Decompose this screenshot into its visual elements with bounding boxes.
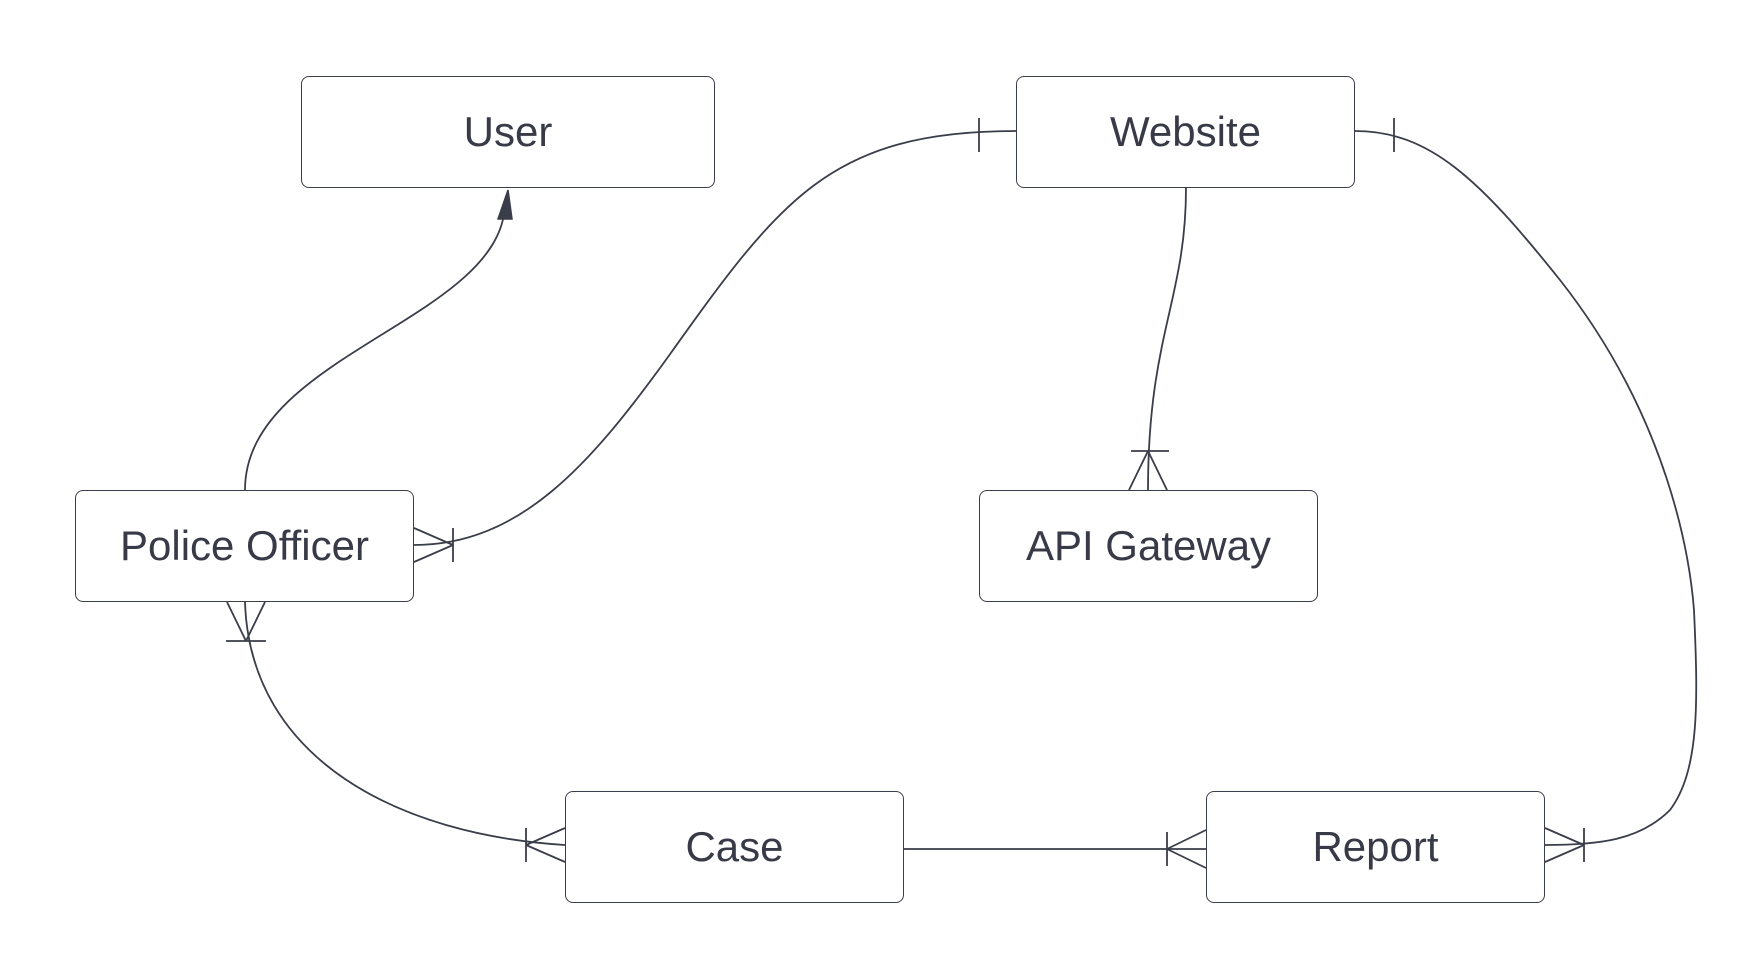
entity-website[interactable]: Website: [1016, 76, 1355, 188]
entity-api-gateway[interactable]: API Gateway: [979, 490, 1318, 602]
connector-website-police-officer[interactable]: [413, 118, 1017, 563]
crowfoot-marker-icon: [525, 844, 566, 863]
entity-user[interactable]: User: [301, 76, 715, 188]
arrowhead-icon: [496, 189, 513, 220]
connector-website-report[interactable]: [1354, 118, 1698, 863]
entity-label: User: [463, 108, 553, 155]
crowfoot-marker-icon: [226, 601, 247, 642]
entity-case[interactable]: Case: [565, 791, 904, 903]
entity-label: Website: [1110, 108, 1261, 155]
crowfoot-marker-icon: [1166, 848, 1207, 869]
entity-label: Police Officer: [120, 522, 369, 569]
entity-label: API Gateway: [1025, 522, 1272, 569]
crowfoot-marker-icon: [1166, 829, 1207, 850]
entity-police-officer[interactable]: Police Officer: [75, 490, 414, 602]
crowfoot-marker-icon: [1544, 844, 1585, 863]
connector-police-officer-user[interactable]: [244, 189, 513, 491]
crowfoot-marker-icon: [1544, 827, 1585, 846]
crowfoot-marker-icon: [525, 827, 566, 846]
crowfoot-marker-icon: [245, 601, 266, 642]
crowfoot-marker-icon: [1147, 450, 1168, 491]
entity-label: Case: [685, 823, 784, 870]
crowfoot-marker-icon: [413, 527, 454, 546]
crowfoot-marker-icon: [413, 544, 454, 563]
connector-police-officer-case[interactable]: [226, 601, 566, 863]
crowfoot-marker-icon: [1128, 450, 1149, 491]
connector-case-report[interactable]: [904, 829, 1207, 869]
entity-label: Report: [1312, 823, 1439, 870]
entity-report[interactable]: Report: [1206, 791, 1545, 903]
connector-website-api-gateway[interactable]: [1128, 187, 1187, 491]
